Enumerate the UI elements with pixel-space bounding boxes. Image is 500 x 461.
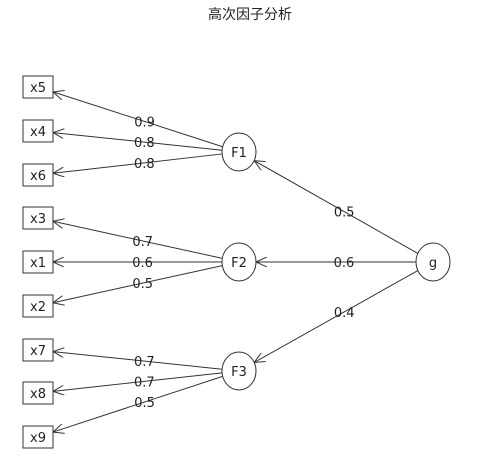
node-x4: x4: [22, 119, 54, 143]
node-x9: x9: [22, 425, 54, 449]
edge-label-F3-x9: 0.5: [134, 396, 155, 411]
observed-variable-box: [22, 381, 54, 405]
edge-label-F2-x3: 0.7: [132, 235, 153, 250]
edge-F3-x8: [53, 372, 223, 392]
observed-variable-box: [22, 338, 54, 362]
edge-label-F1-x5: 0.9: [134, 115, 155, 130]
node-x2: x2: [22, 294, 54, 318]
node-g: g: [415, 242, 451, 282]
node-label-x6: x6: [30, 169, 46, 184]
node-x7: x7: [22, 338, 54, 362]
edge-label-F3-x8: 0.7: [134, 375, 155, 390]
latent-factor-ellipse: [221, 351, 257, 391]
latent-factor-ellipse: [221, 242, 257, 282]
edge-label-g-F2: 0.6: [334, 256, 355, 271]
edge-label-g-F3: 0.4: [334, 306, 355, 321]
node-x8: x8: [22, 381, 54, 405]
node-label-F3: F3: [231, 365, 247, 380]
latent-factor-ellipse: [221, 132, 257, 172]
node-x1: x1: [22, 250, 54, 274]
node-label-x9: x9: [30, 431, 46, 446]
node-label-x2: x2: [30, 300, 46, 315]
observed-variable-box: [22, 250, 54, 274]
edge-label-F1-x6: 0.8: [134, 157, 155, 172]
node-label-F1: F1: [231, 146, 247, 161]
node-F2: F2: [221, 242, 257, 282]
observed-variable-box: [22, 163, 54, 187]
edge-F1-x6: [53, 153, 223, 173]
edges-layer: [53, 92, 419, 432]
edge-label-F2-x2: 0.5: [132, 277, 153, 292]
edge-F1-x5: [53, 92, 223, 148]
edge-g-F1: [254, 161, 419, 254]
node-F3: F3: [221, 351, 257, 391]
edge-label-F1-x4: 0.8: [134, 136, 155, 151]
edge-F3-x7: [53, 352, 223, 370]
observed-variable-box: [22, 425, 54, 449]
observed-variable-box: [22, 75, 54, 99]
edge-label-F3-x7: 0.7: [134, 355, 155, 370]
edge-F1-x4: [53, 133, 223, 151]
edge-label-F2-x1: 0.6: [132, 256, 153, 271]
node-x3: x3: [22, 206, 54, 230]
node-x5: x5: [22, 75, 54, 99]
node-label-g: g: [429, 256, 437, 271]
observed-variable-box: [22, 119, 54, 143]
observed-variable-box: [22, 206, 54, 230]
edge-labels-layer: 0.9 0.8 0.8 0.7 0.6 0.5 0.7 0.7 0.5 0.5 0.6 0.4: [132, 115, 354, 411]
node-label-x5: x5: [30, 81, 46, 96]
observed-variable-box: [22, 294, 54, 318]
node-x6: x6: [22, 163, 54, 187]
node-label-x4: x4: [30, 125, 46, 140]
edge-F2-x2: [53, 265, 223, 303]
edge-g-F3: [254, 270, 419, 363]
node-label-x8: x8: [30, 387, 46, 402]
edge-F2-x3: [53, 221, 223, 259]
node-label-x3: x3: [30, 212, 46, 227]
node-label-F2: F2: [231, 256, 247, 271]
edge-F3-x9: [53, 375, 223, 432]
latent-factor-ellipse: [415, 242, 451, 282]
node-F1: F1: [221, 132, 257, 172]
node-label-x7: x7: [30, 344, 46, 359]
edge-label-g-F1: 0.5: [334, 206, 355, 221]
node-label-x1: x1: [30, 256, 46, 271]
diagram-title: 高次因子分析: [208, 7, 292, 23]
